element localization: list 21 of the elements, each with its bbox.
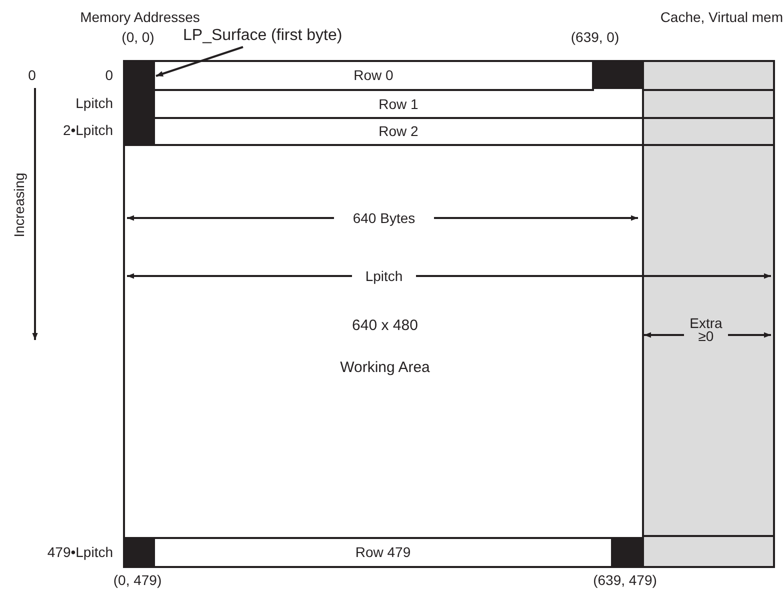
first-byte-block xyxy=(125,62,155,146)
offset-label: 479•Lpitch xyxy=(46,543,113,561)
surface-memory-block xyxy=(123,60,775,568)
offset-label: 2•Lpitch xyxy=(62,121,113,139)
area-label: Working Area xyxy=(339,358,431,378)
coordinate-label: (639, 0) xyxy=(570,28,620,46)
offset-label: 0 xyxy=(27,66,37,84)
coordinate-label: (0, 0) xyxy=(120,28,156,46)
area-label: 640 x 480 xyxy=(351,316,419,336)
row-strip: Row 0 xyxy=(155,62,594,91)
coordinate-label: (639, 479) xyxy=(592,571,658,589)
row-strip: Row 479 xyxy=(155,537,613,566)
direction-label: Increasing xyxy=(10,172,28,240)
coordinate-label: (0, 479) xyxy=(112,571,163,589)
offset-label: Lpitch xyxy=(74,94,113,112)
offset-label: 0 xyxy=(104,66,113,84)
leader-arrow xyxy=(156,46,244,77)
dimension-label: Extra ≥0 xyxy=(684,317,728,343)
pointer-label: LP_Surface (first byte) xyxy=(183,25,373,47)
axis-heading: Memory Addresses xyxy=(79,8,201,26)
region-heading: Cache, Virtual mem xyxy=(659,8,783,26)
